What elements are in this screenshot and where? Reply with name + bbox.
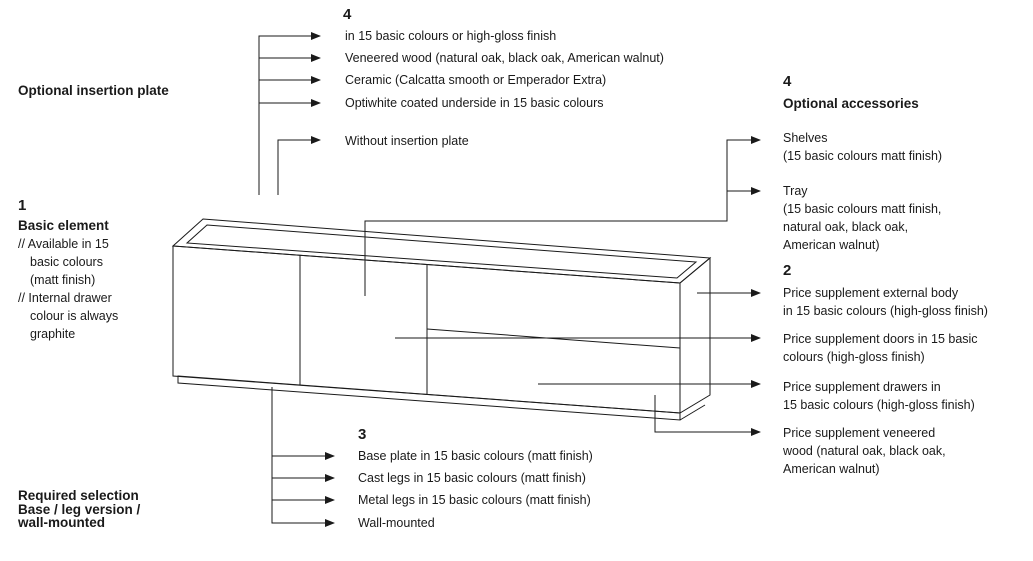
basic-line: graphite bbox=[30, 327, 76, 341]
insertion-plate bbox=[185, 224, 698, 279]
basic-line: // Internal drawer bbox=[18, 291, 112, 305]
basic-description: // Available in 15 basic colours (matt f… bbox=[18, 235, 118, 343]
supplement-body: Price supplement external body in 15 bas… bbox=[783, 286, 988, 318]
basic-line: (matt finish) bbox=[30, 273, 96, 287]
base-option: Wall-mounted bbox=[358, 516, 435, 530]
insertion-number: 4 bbox=[343, 6, 352, 23]
sideboard-side bbox=[679, 256, 711, 414]
base-option: Cast legs in 15 basic colours (matt fini… bbox=[358, 471, 586, 485]
insertion-heading: Optional insertion plate bbox=[18, 83, 169, 98]
leader-base bbox=[271, 387, 335, 527]
base-option: Base plate in 15 basic colours (matt fin… bbox=[358, 449, 593, 463]
basic-number: 1 bbox=[18, 197, 27, 214]
base-option: Metal legs in 15 basic colours (matt fin… bbox=[358, 493, 591, 507]
basic-line: colour is always bbox=[30, 309, 119, 323]
accessory-shelves: Shelves (15 basic colours matt finish) bbox=[783, 131, 943, 163]
basic-line: basic colours bbox=[30, 255, 103, 269]
insertion-option: Optiwhite coated underside in 15 basic c… bbox=[345, 96, 604, 110]
leader-shelves bbox=[364, 136, 761, 296]
insertion-option: in 15 basic colours or high-gloss finish bbox=[345, 29, 557, 43]
base-heading: Required selection Base / leg version / … bbox=[18, 488, 141, 530]
accessory-tray: Tray (15 basic colours matt finish, natu… bbox=[783, 184, 942, 252]
supplement-doors: Price supplement doors in 15 basic colou… bbox=[783, 332, 978, 364]
insertion-option: Ceramic (Calcatta smooth or Emperador Ex… bbox=[345, 73, 607, 87]
base-number: 3 bbox=[358, 426, 367, 443]
basic-line: // Available in 15 bbox=[18, 237, 109, 251]
base-plate bbox=[177, 375, 681, 421]
leader-veneer bbox=[654, 395, 761, 436]
insertion-without: Without insertion plate bbox=[345, 134, 469, 148]
basic-heading: Basic element bbox=[18, 218, 109, 233]
supplement-veneer: Price supplement veneered wood (natural … bbox=[783, 426, 946, 476]
leader-insertion bbox=[258, 32, 321, 195]
supplement-drawers: Price supplement drawers in 15 basic col… bbox=[783, 380, 975, 412]
leader-without-plate bbox=[277, 136, 321, 195]
accessories-number: 4 bbox=[783, 73, 792, 90]
supplements-number: 2 bbox=[783, 262, 792, 279]
accessories-heading: Optional accessories bbox=[783, 96, 919, 111]
insertion-option: Veneered wood (natural oak, black oak, A… bbox=[345, 51, 664, 65]
